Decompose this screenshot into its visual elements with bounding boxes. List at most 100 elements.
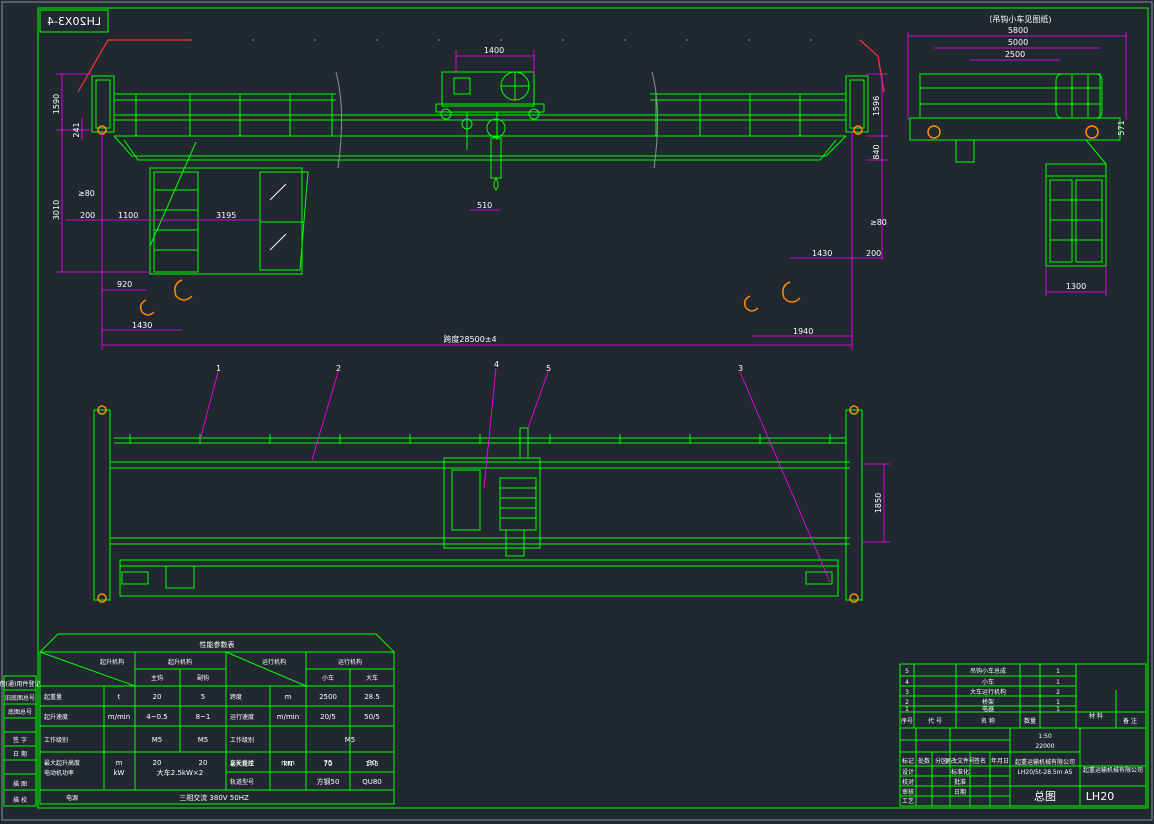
part-1-qty: 1 [1056,679,1060,686]
head-name: 名 称 [981,717,995,725]
perf-r0-c: 2500 [319,693,337,701]
perf-r4-unit2: kN [283,760,292,768]
part-0-name: 吊钩小车总成 [970,667,1006,675]
title-block: 5 吊钩小车总成 1 4 小车 1 3 大车运行机构 2 2 桥架 1 1 电器… [899,663,1147,807]
perf-r1-label2: 运行速度 [230,713,254,721]
part-0-qty: 1 [1056,668,1060,675]
perf-r5-c: 方钢50 [317,777,340,786]
perf-r3-a: 20 [153,759,162,767]
head-code: 代 号 [928,717,942,725]
tb-row-3: 工艺 [902,797,914,805]
perf-r3-label: 最大起升高度 [44,759,80,767]
perf-r5-d: QU80 [362,778,382,786]
mirrored-code: LH20X3-4 [47,15,101,28]
code-box [39,9,109,33]
perf-r4-a: 大车2.5kW×2 [157,768,203,777]
sidebar-4: 日 期 [13,750,27,758]
dim-3195: 3195 [216,211,236,220]
head-material: 材 料 [1089,712,1103,720]
tb-col-0: 标记 [902,757,914,765]
perf-r2-b: M5 [198,736,209,744]
perf-r0-label: 起重量 [44,693,62,701]
part-0-no: 5 [905,668,909,675]
perf-r0-unit2: m [285,693,292,701]
dim-1430-left: 1430 [132,321,152,330]
side-view: （吊钩小车见图纸) 5800 5000 2500 571 1300 [907,14,1127,296]
sidebar-6: 描 校 [13,796,27,804]
part-2-no: 3 [905,689,909,696]
dim-241: 241 [72,122,81,137]
perf-r4-label2: 最大轮压 [230,760,254,768]
col-right-head: 运行机构 [338,658,362,666]
dim-1100: 1100 [118,211,138,220]
title-code: LH20 [1086,790,1114,803]
col-right-b: 大车 [366,674,378,682]
tb-col-3: 更改文件号 [945,757,975,765]
dim-1850: 1850 [874,493,883,513]
part-3-qty: 1 [1056,699,1060,706]
perf-r0-d: 28.5 [364,693,380,701]
tb-company: 起重运输机械有限公司 [1015,758,1075,766]
perf-r5-label2: 轨道型号 [230,778,254,786]
perf-r4-unit: kW [114,769,125,777]
tb-date: 日期 [954,788,966,796]
drawing-frame [37,7,1149,809]
tb-scale: 1:50 [1038,733,1052,740]
perf-r1-unit2: m/min [277,713,299,721]
part-4-no: 1 [905,706,909,713]
tb-model: LH20/5t-28.5m A5 [1018,769,1073,776]
callout-5: 5 [546,364,551,373]
sidebar-3: 签 字 [13,736,27,744]
dim-1300: 1300 [1066,282,1086,291]
part-1-name: 小车 [982,678,994,686]
dim-ge80-right: ≥80 [870,218,887,227]
tb-approve: 批准 [954,778,966,786]
diag-left: 起升机构 [100,658,124,666]
col-left-a: 主钩 [151,674,163,682]
sidebar-2: 底图总号 [8,708,32,716]
perf-r1-d: 50/5 [364,713,380,721]
perf-r2-label: 工作级别 [44,736,68,744]
tb-col-4: 签名 [974,757,986,765]
tb-col-2: 分区 [935,757,947,765]
dim-200-right: 200 [866,249,881,258]
perf-r1-label: 起升速度 [44,713,68,721]
callout-4: 4 [494,360,499,369]
sidebar-1: 旧底图总号 [5,694,35,702]
head-qty: 数量 [1024,717,1036,725]
part-3-no: 2 [905,699,909,706]
dim-920: 920 [117,280,132,289]
perf-r3-b: 20 [199,759,208,767]
side-view-title: （吊钩小车见图纸) [984,14,1051,24]
power-label: 电源 [66,794,78,802]
part-2-qty: 2 [1056,689,1060,696]
perf-r0-b: 5 [201,693,205,701]
callout-3: 3 [738,364,743,373]
performance-table: 性能参数表 起升机构 运行机构 起升机构 主钩 副钩 运行机构 小车 大车 起重… [38,633,396,805]
diag-right: 运行机构 [262,658,286,666]
callout-1: 1 [216,364,221,373]
tb-company-right: 起重运输机械有限公司 [1083,766,1143,774]
dim-3010: 3010 [52,200,61,220]
tb-weight: 22000 [1035,743,1054,750]
col-left-b: 副钩 [197,674,209,682]
perf-r0-label2: 跨度 [230,693,242,701]
left-sidebar: 借(通)用件登记 旧底图总号 底图总号 签 字 日 期 描 图 描 校 [0,675,40,807]
perf-r4-label: 电动机功率 [44,769,74,777]
dim-1940: 1940 [793,327,813,336]
part-3-name: 桥架 [982,698,994,706]
perf-r4-d: 175 [365,760,378,768]
dim-span: 跨度28500±4 [443,334,496,344]
tb-row-0: 设计 [902,768,914,776]
col-left-head: 起升机构 [168,658,192,666]
power-value: 三相交流 380V 50HZ [179,793,249,802]
dim-840: 840 [872,144,881,159]
dim-5000: 5000 [1008,38,1028,47]
dim-2500: 2500 [1005,50,1025,59]
sidebar-5: 描 图 [13,780,27,788]
dim-200-left: 200 [80,211,95,220]
perf-r3-d: 90 [368,759,377,767]
dim-ge80-left: ≥80 [78,189,95,198]
